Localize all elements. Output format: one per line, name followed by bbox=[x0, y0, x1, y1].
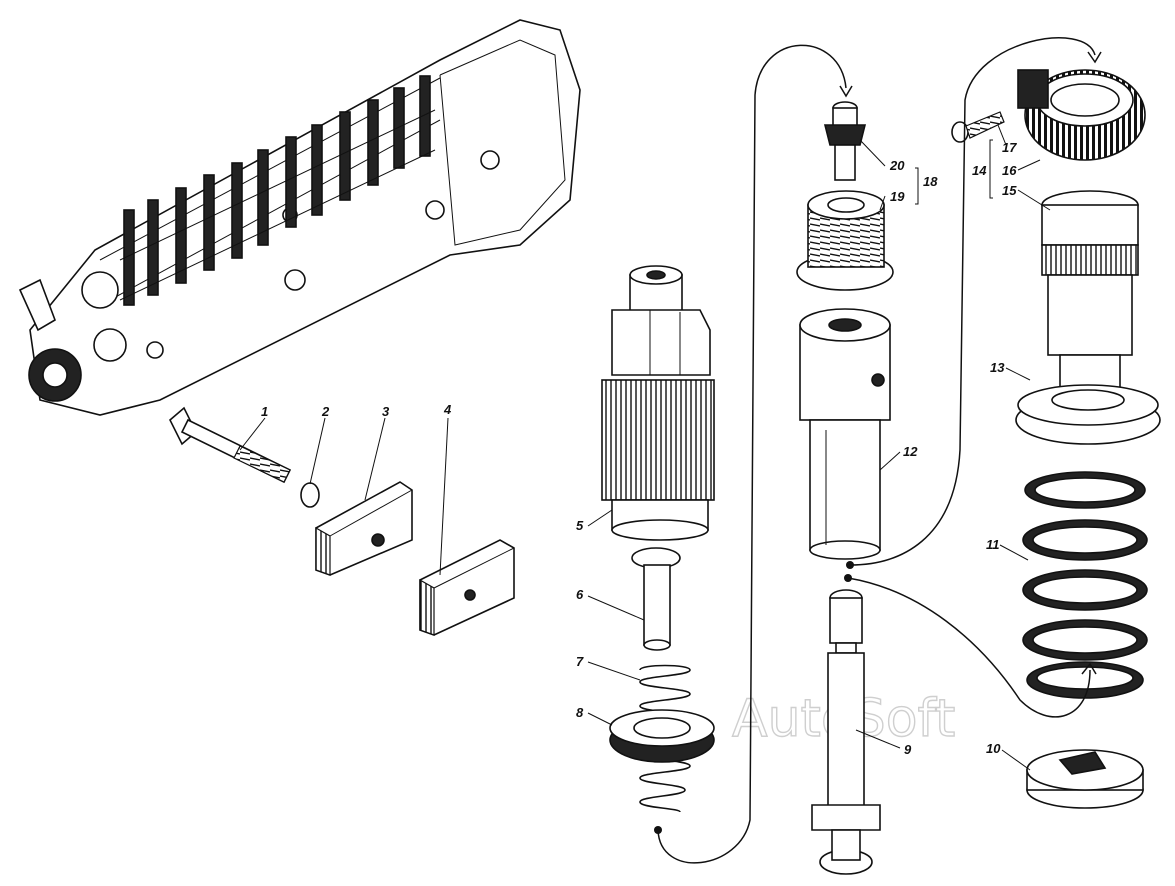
part-bolt bbox=[169, 406, 292, 484]
callout-labels: 1 2 3 4 5 6 7 8 9 10 11 12 13 14 15 16 1… bbox=[261, 140, 1017, 757]
callout-12: 12 bbox=[903, 444, 918, 459]
part-plunger bbox=[811, 589, 881, 875]
callout-13: 13 bbox=[990, 360, 1005, 375]
callout-15: 15 bbox=[1002, 183, 1017, 198]
part-valve-holder bbox=[601, 265, 715, 541]
callout-4: 4 bbox=[443, 402, 452, 417]
pump-housing bbox=[18, 19, 581, 416]
callout-9: 9 bbox=[904, 742, 912, 757]
callout-5: 5 bbox=[576, 518, 584, 533]
part-delivery-valve bbox=[631, 547, 681, 651]
callout-2: 2 bbox=[321, 404, 330, 419]
part-clamp-block-3 bbox=[315, 481, 413, 576]
part-lower-seat bbox=[1026, 749, 1144, 809]
callout-20: 20 bbox=[889, 158, 905, 173]
part-clamp-block-4 bbox=[419, 539, 515, 636]
part-nut-19 bbox=[796, 190, 894, 291]
callout-18: 18 bbox=[923, 174, 938, 189]
callout-3: 3 bbox=[382, 404, 390, 419]
part-fitting-20 bbox=[823, 101, 867, 181]
callout-11: 11 bbox=[986, 537, 1000, 552]
callout-8: 8 bbox=[576, 705, 584, 720]
part-control-sleeve-15 bbox=[1041, 190, 1139, 391]
part-washer bbox=[300, 482, 320, 508]
housing-studs bbox=[119, 75, 436, 306]
callout-6: 6 bbox=[576, 587, 584, 602]
callout-16: 16 bbox=[1002, 163, 1017, 178]
callout-19: 19 bbox=[890, 189, 905, 204]
callout-17: 17 bbox=[1002, 140, 1017, 155]
part-plunger-spring bbox=[1022, 471, 1148, 699]
part-barrel bbox=[799, 308, 891, 560]
callout-14: 14 bbox=[972, 163, 987, 178]
part-spring-seat-13 bbox=[1015, 384, 1161, 445]
part-gear-ring-16 bbox=[1017, 69, 1146, 161]
callout-7: 7 bbox=[576, 654, 584, 669]
part-screw-17 bbox=[951, 111, 1005, 143]
leader-lines bbox=[239, 124, 1051, 771]
assembly-route-lines bbox=[654, 37, 1102, 864]
callout-1: 1 bbox=[261, 404, 268, 419]
callout-10: 10 bbox=[986, 741, 1001, 756]
part-seat-ring bbox=[609, 709, 715, 763]
